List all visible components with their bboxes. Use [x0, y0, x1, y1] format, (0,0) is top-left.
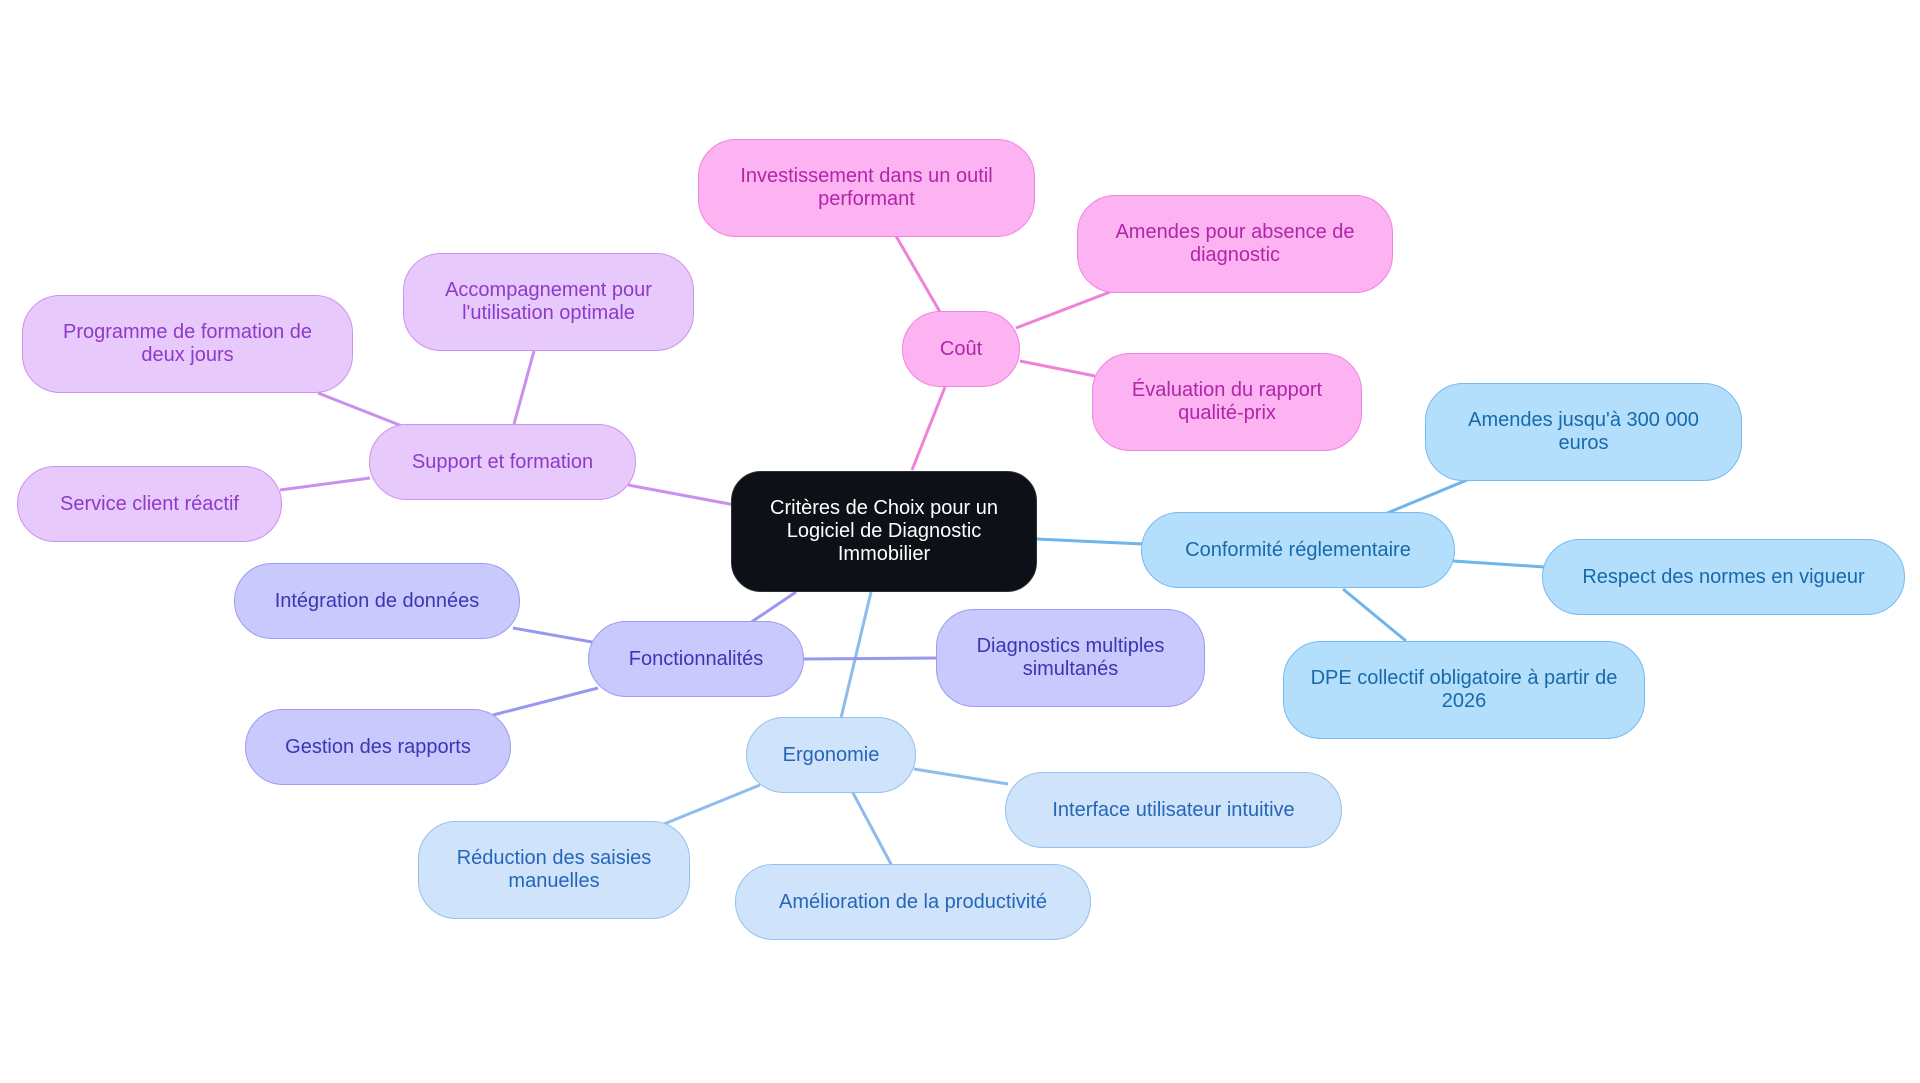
branch-fonctionnalites-label: Fonctionnalités [628, 647, 764, 670]
conformite-leaf-1-label: Amendes jusqu'à 300 000 euros [1468, 409, 1699, 454]
edge-root-cout [910, 386, 947, 471]
support-leaf-1-label: Accompagnement pour l'utilisation optima… [445, 279, 652, 324]
conformite-leaf-3-label: DPE collectif obligatoire à partir de 20… [1310, 667, 1618, 712]
edge-conf-2 [1452, 559, 1545, 569]
edge-support-2 [317, 391, 403, 428]
edge-root-ergonomie [839, 591, 873, 719]
edge-support-3 [279, 476, 371, 492]
ergonomie-leaf-3[interactable]: Amélioration de la productivité [735, 864, 1091, 940]
branch-fonctionnalites[interactable]: Fonctionnalités [588, 621, 804, 697]
fonctionnalites-leaf-1[interactable]: Intégration de données [234, 563, 520, 639]
root-node[interactable]: Critères de Choix pour un Logiciel de Di… [731, 471, 1037, 592]
support-leaf-3-label: Service client réactif [60, 492, 239, 515]
conformite-leaf-3[interactable]: DPE collectif obligatoire à partir de 20… [1283, 641, 1645, 739]
cout-leaf-3-label: Évaluation du rapport qualité-prix [1131, 379, 1323, 424]
conformite-leaf-2-label: Respect des normes en vigueur [1582, 565, 1865, 588]
conformite-leaf-1[interactable]: Amendes jusqu'à 300 000 euros [1425, 383, 1742, 481]
edge-cout-1 [894, 235, 942, 313]
ergonomie-leaf-3-label: Amélioration de la productivité [779, 890, 1047, 913]
support-leaf-2[interactable]: Programme de formation de deux jours [22, 295, 353, 393]
edge-root-conformite [1035, 537, 1144, 546]
edge-ergo-2 [663, 783, 761, 826]
edge-fonct-3 [801, 656, 939, 661]
edge-cout-3 [1019, 359, 1096, 378]
cout-leaf-1-label: Investissement dans un outil performant [740, 165, 993, 210]
ergonomie-leaf-1[interactable]: Interface utilisateur intuitive [1005, 772, 1342, 848]
edge-ergo-3 [850, 790, 894, 867]
branch-support[interactable]: Support et formation [369, 424, 636, 500]
ergonomie-leaf-1-label: Interface utilisateur intuitive [1052, 798, 1295, 821]
edge-conf-1 [1384, 478, 1468, 516]
ergonomie-leaf-2[interactable]: Réduction des saisies manuelles [418, 821, 690, 919]
branch-ergonomie[interactable]: Ergonomie [746, 717, 916, 793]
fonctionnalites-leaf-1-label: Intégration de données [274, 589, 480, 612]
cout-leaf-2-label: Amendes pour absence de diagnostic [1115, 221, 1355, 266]
fonctionnalites-leaf-3-label: Diagnostics multiples simultanés [976, 635, 1165, 680]
support-leaf-3[interactable]: Service client réactif [17, 466, 282, 542]
edge-cout-2 [1015, 290, 1111, 330]
support-leaf-1[interactable]: Accompagnement pour l'utilisation optima… [403, 253, 694, 351]
edge-ergo-1 [913, 767, 1009, 786]
fonctionnalites-leaf-2-label: Gestion des rapports [285, 735, 471, 758]
edge-support-1 [512, 350, 536, 425]
branch-cout-label: Coût [939, 337, 983, 360]
branch-conformite-label: Conformité réglementaire [1185, 538, 1411, 561]
edge-root-support [627, 483, 736, 507]
ergonomie-leaf-2-label: Réduction des saisies manuelles [456, 847, 652, 892]
conformite-leaf-2[interactable]: Respect des normes en vigueur [1542, 539, 1905, 615]
branch-conformite[interactable]: Conformité réglementaire [1141, 512, 1455, 588]
edge-fonct-2 [492, 686, 599, 717]
cout-leaf-3[interactable]: Évaluation du rapport qualité-prix [1092, 353, 1362, 451]
root-label: Critères de Choix pour un Logiciel de Di… [770, 497, 998, 565]
edge-fonct-1 [512, 626, 593, 644]
edge-conf-3 [1342, 587, 1407, 643]
edge-root-fonctionnalites [749, 590, 797, 625]
cout-leaf-1[interactable]: Investissement dans un outil performant [698, 139, 1035, 237]
branch-support-label: Support et formation [411, 450, 594, 473]
branch-cout[interactable]: Coût [902, 311, 1020, 387]
fonctionnalites-leaf-3[interactable]: Diagnostics multiples simultanés [936, 609, 1205, 707]
branch-ergonomie-label: Ergonomie [782, 743, 880, 766]
fonctionnalites-leaf-2[interactable]: Gestion des rapports [245, 709, 511, 785]
cout-leaf-2[interactable]: Amendes pour absence de diagnostic [1077, 195, 1393, 293]
support-leaf-2-label: Programme de formation de deux jours [62, 321, 312, 366]
